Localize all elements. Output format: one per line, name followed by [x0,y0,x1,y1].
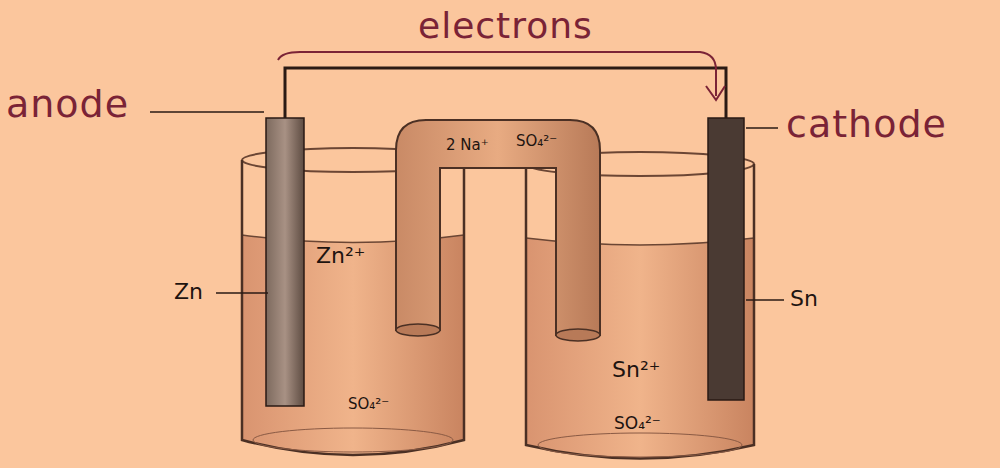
leader-line [150,111,264,113]
ion-label: SO₄²⁻ [516,133,557,150]
ion-label: Zn²⁺ [316,244,365,268]
arrowhead [706,86,725,100]
salt-bridge [396,120,600,335]
cathode-label: cathode [786,104,947,146]
electrode-name: Zn [174,280,203,304]
anode-label: anode [6,84,129,126]
external-wire [285,68,726,120]
ion-label: SO₄²⁻ [614,414,661,433]
tin-electrode [708,118,744,400]
ion-label: Sn²⁺ [612,358,660,382]
electron-label: electrons [418,6,593,46]
electron-flow-arrow [278,52,716,96]
bridge-end [396,324,440,336]
electrode-name: Sn [790,287,818,311]
leader-line [746,127,778,129]
ion-label: SO₄²⁻ [348,396,389,413]
leader-line [746,299,784,301]
ion-label: 2 Na⁺ [446,137,489,154]
bridge-end [556,329,600,341]
leader-line [216,292,268,294]
zinc-electrode [266,118,304,406]
